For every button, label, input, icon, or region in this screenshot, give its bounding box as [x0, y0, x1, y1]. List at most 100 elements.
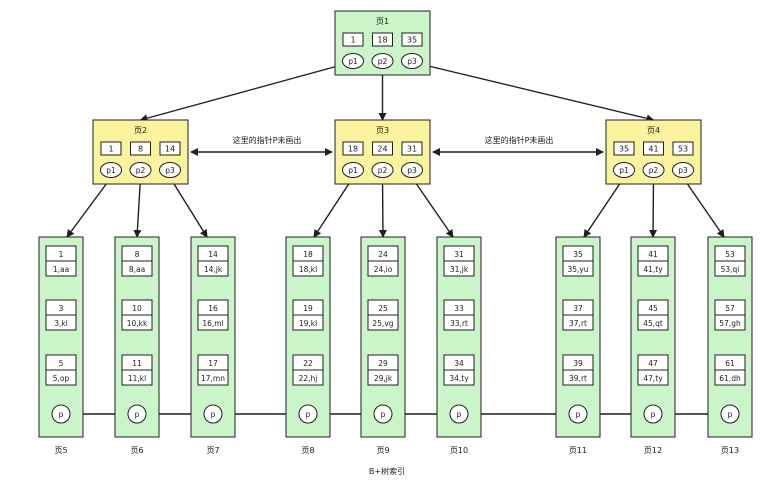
record-value: 33,rt	[450, 319, 468, 328]
page-label: 页4	[647, 126, 660, 135]
pointer-ellipse	[613, 162, 635, 178]
leaf-pointer-circle	[203, 404, 223, 424]
key-cell	[401, 32, 423, 47]
record-value: 29,jk	[374, 374, 393, 383]
pointer-ellipse	[129, 162, 152, 178]
pointer-text: p3	[407, 166, 417, 175]
edge-internal-to-leaf	[378, 177, 387, 238]
note-pointer-omitted: 这里的指针P未画出	[233, 135, 302, 145]
key-text: 35	[407, 36, 417, 45]
record-key: 3	[59, 304, 64, 313]
pointer-text: p2	[378, 166, 388, 175]
edge-root-to-page4	[417, 62, 655, 123]
key-cell	[672, 141, 694, 156]
leaf-page-label: 页8	[301, 446, 314, 455]
edge-internal-to-leaf	[411, 177, 454, 238]
record-value: 39,rt	[569, 374, 587, 383]
key-text: 31	[407, 145, 417, 154]
pointer-text: p2	[378, 57, 388, 66]
key-text: 18	[377, 36, 387, 45]
record-key: 47	[648, 359, 658, 368]
pointer-text: p1	[348, 57, 358, 66]
key-cell	[342, 32, 364, 47]
record-key: 31	[454, 250, 464, 259]
page-label: 页3	[376, 126, 389, 135]
pointer-text: p1	[106, 166, 116, 175]
record-value: 17,mn	[201, 374, 225, 383]
record-value: 19,kl	[299, 319, 317, 328]
leaf-page-label: 页6	[130, 446, 143, 455]
key-cell	[643, 141, 664, 156]
leaf-pointer-circle	[298, 404, 318, 424]
key-text: 24	[377, 145, 387, 154]
record-key: 16	[208, 304, 218, 313]
record-key: 45	[648, 304, 658, 313]
leaf-pointer-text: p	[651, 410, 656, 419]
leaf-pointer-text: p	[457, 410, 462, 419]
record-key: 17	[208, 359, 218, 368]
pointer-ellipse	[642, 162, 665, 178]
key-text: 41	[648, 145, 658, 154]
leaf-page-label: 页12	[644, 446, 662, 455]
record-value: 57,gh	[719, 319, 741, 328]
record-key: 1	[59, 250, 64, 259]
key-cell	[372, 141, 393, 156]
key-cell	[159, 141, 181, 156]
record-value: 22,hj	[299, 374, 318, 383]
record-key: 8	[135, 250, 140, 259]
record-key: 14	[208, 250, 218, 259]
leaf-pointer-circle	[720, 404, 740, 424]
record-value: 61,dh	[719, 374, 741, 383]
key-cell	[342, 141, 364, 156]
leaf-page-label: 页7	[206, 446, 219, 455]
record-value: 3,kl	[54, 319, 68, 328]
leaf-pointer-circle	[51, 404, 71, 424]
page-label: 页1	[376, 17, 389, 26]
pointer-ellipse	[401, 53, 423, 69]
edge-internal-to-leaf	[313, 177, 354, 238]
pointer-text: p1	[619, 166, 629, 175]
key-cell	[372, 32, 393, 47]
record-value: 1,aa	[53, 265, 69, 274]
record-value: 5,op	[53, 374, 70, 383]
edge-internal-to-leaf	[649, 177, 658, 238]
key-text: 14	[165, 145, 175, 154]
record-key: 35	[573, 250, 583, 259]
edge-internal-to-leaf	[682, 177, 725, 238]
record-key: 34	[454, 359, 464, 368]
record-key: 53	[725, 250, 735, 259]
pointer-text: p2	[136, 166, 146, 175]
pointer-ellipse	[342, 53, 364, 69]
diagram-caption: B+树索引	[369, 466, 405, 476]
label-layer: 这里的指针P未画出 这里的指针P未画出 B+树索引	[233, 135, 554, 476]
record-value: 45,qt	[643, 319, 663, 328]
leaf-pointer-text: p	[728, 410, 733, 419]
edge-internal-to-leaf	[583, 177, 625, 238]
record-value: 24,io	[374, 265, 393, 274]
record-key: 61	[725, 359, 735, 368]
record-value: 41,ty	[643, 265, 663, 274]
record-key: 5	[59, 359, 64, 368]
pointer-text: p3	[407, 57, 417, 66]
record-value: 10,kk	[127, 319, 148, 328]
leaf-pointer-circle	[373, 404, 393, 424]
leaf-pointer-text: p	[306, 410, 311, 419]
record-key: 24	[378, 250, 388, 259]
leaf-pointer-circle	[127, 404, 147, 424]
page-label: 页2	[134, 126, 147, 135]
record-value: 16,ml	[202, 319, 223, 328]
record-key: 37	[573, 304, 583, 313]
record-key: 33	[454, 304, 464, 313]
edge-root-to-page2	[139, 62, 348, 123]
record-value: 35,yu	[567, 265, 588, 274]
leaf-page-label: 页9	[376, 446, 389, 455]
